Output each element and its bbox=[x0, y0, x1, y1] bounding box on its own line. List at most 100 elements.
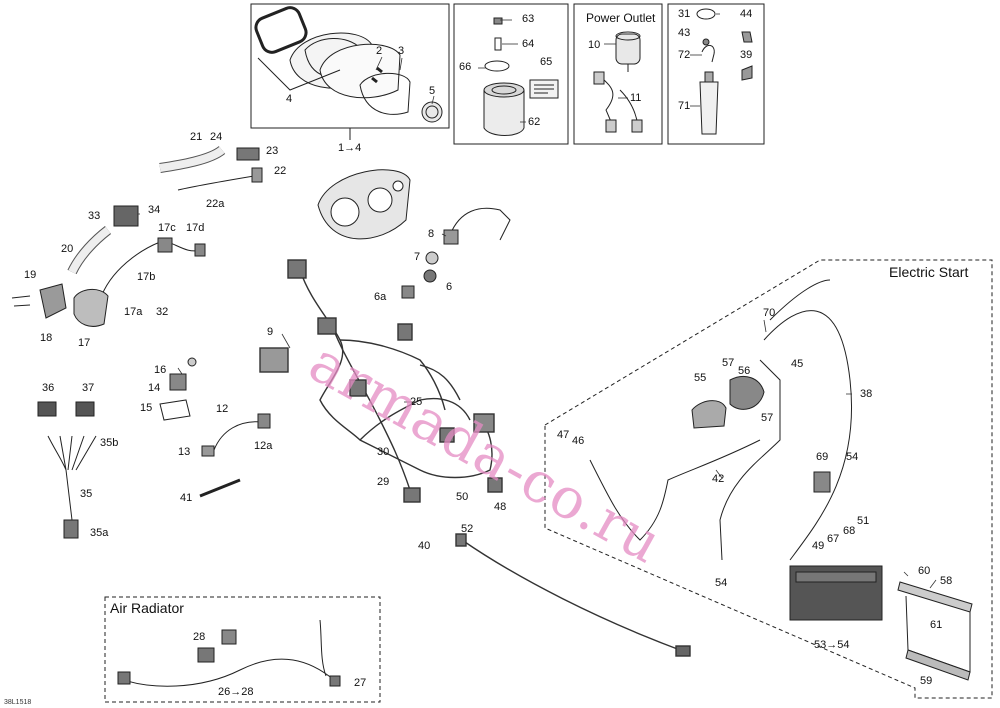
callout-32: 32 bbox=[156, 306, 169, 318]
callout-17b: 17b bbox=[137, 271, 156, 283]
callout-55: 55 bbox=[694, 372, 707, 384]
callout-52: 52 bbox=[461, 523, 474, 535]
callout-14: 14 bbox=[148, 382, 161, 394]
callout-68: 68 bbox=[843, 525, 856, 537]
callout-51: 51 bbox=[857, 515, 870, 527]
callout-47: 47 bbox=[557, 429, 570, 441]
callout-5: 5 bbox=[429, 85, 436, 97]
callout-53-54: 53→54 bbox=[814, 639, 850, 651]
callout-17c: 17c bbox=[158, 222, 176, 234]
callout-27: 27 bbox=[354, 677, 367, 689]
gauge-cluster bbox=[317, 169, 411, 240]
callout-58: 58 bbox=[940, 575, 953, 587]
callout-66: 66 bbox=[459, 61, 472, 73]
key-switch-6 bbox=[423, 269, 437, 283]
callout-57b: 57 bbox=[761, 412, 774, 424]
callout-10: 10 bbox=[588, 39, 601, 51]
fuel-pump-module bbox=[483, 90, 525, 136]
callout-45: 45 bbox=[791, 358, 804, 370]
callout-56: 56 bbox=[738, 365, 751, 377]
callout-12: 12 bbox=[216, 403, 229, 415]
callout-11: 11 bbox=[630, 92, 642, 104]
callout-20: 20 bbox=[61, 243, 74, 255]
callout-57a: 57 bbox=[722, 357, 735, 369]
callout-39: 39 bbox=[740, 49, 753, 61]
power-outlet-box-frame bbox=[573, 3, 663, 145]
callout-3: 3 bbox=[398, 45, 405, 57]
cable-38 bbox=[763, 310, 852, 561]
callout-38: 38 bbox=[860, 388, 873, 400]
callout-2: 2 bbox=[376, 45, 383, 57]
adhesive-box-frame bbox=[667, 3, 765, 145]
relay-28 bbox=[221, 629, 237, 645]
gauge-seal bbox=[254, 6, 308, 54]
air-radiator-frame bbox=[104, 596, 381, 703]
wire-22 bbox=[177, 175, 255, 191]
fuel-ring-66 bbox=[484, 60, 510, 72]
coil-cord-8 bbox=[449, 207, 511, 241]
grease-tube-71 bbox=[699, 81, 719, 135]
callout-48: 48 bbox=[494, 501, 507, 513]
callout-16: 16 bbox=[154, 364, 167, 376]
cable-top bbox=[769, 279, 831, 321]
callout-4: 4 bbox=[286, 93, 293, 105]
callout-63: 63 bbox=[522, 13, 535, 25]
callout-15: 15 bbox=[140, 402, 153, 414]
relay-23 bbox=[236, 147, 260, 161]
callout-71: 71 bbox=[678, 100, 691, 112]
callout-62: 62 bbox=[528, 116, 541, 128]
callout-22a: 22a bbox=[206, 198, 225, 210]
callout-26-28: 26→28 bbox=[218, 686, 254, 698]
callout-61: 61 bbox=[930, 619, 943, 631]
callout-35b: 35b bbox=[100, 437, 119, 449]
callout-17a: 17a bbox=[124, 306, 143, 318]
tray-58 bbox=[897, 581, 973, 613]
switch-36 bbox=[37, 401, 57, 417]
callout-42: 42 bbox=[712, 473, 725, 485]
callout-25: 25 bbox=[410, 396, 423, 408]
sensor-41 bbox=[199, 478, 241, 498]
long-wire bbox=[461, 539, 681, 651]
callout-30: 30 bbox=[377, 446, 390, 458]
oring-31 bbox=[696, 8, 716, 20]
connector-6a bbox=[401, 285, 415, 299]
wire-12 bbox=[213, 421, 263, 451]
electric-start-title: Electric Start bbox=[889, 264, 969, 280]
callout-13: 13 bbox=[178, 446, 191, 458]
callout-19: 19 bbox=[24, 269, 37, 281]
switch-housing-18 bbox=[39, 283, 67, 319]
callout-35: 35 bbox=[80, 488, 93, 500]
callout-35a: 35a bbox=[90, 527, 109, 539]
switch-33 bbox=[113, 205, 139, 227]
cable-42 bbox=[589, 439, 761, 541]
callout-60: 60 bbox=[918, 565, 931, 577]
harness-26 bbox=[117, 619, 335, 687]
callout-21: 21 bbox=[190, 131, 203, 143]
callout-23: 23 bbox=[266, 145, 279, 157]
callout-65: 65 bbox=[540, 56, 553, 68]
callout-70: 70 bbox=[763, 307, 776, 319]
starter-55 bbox=[691, 400, 727, 429]
gauge-lens bbox=[319, 43, 401, 99]
sensor-14 bbox=[169, 373, 187, 391]
callout-1-4: 1→4 bbox=[338, 142, 362, 154]
ground-wire-25 bbox=[419, 364, 461, 401]
switch-37 bbox=[75, 401, 95, 417]
gasket-15 bbox=[159, 399, 191, 421]
power-outlet-title: Power Outlet bbox=[586, 11, 656, 25]
relay-69 bbox=[813, 471, 831, 493]
starter-56 bbox=[729, 376, 765, 410]
callout-64: 64 bbox=[522, 38, 535, 50]
callout-54a: 54 bbox=[846, 451, 859, 463]
electric-start-frame bbox=[544, 259, 993, 699]
callout-46: 46 bbox=[572, 435, 585, 447]
switch-housing-17 bbox=[73, 289, 109, 327]
callout-54b: 54 bbox=[715, 577, 728, 589]
callout-17: 17 bbox=[78, 337, 91, 349]
callout-29: 29 bbox=[377, 476, 390, 488]
callout-49: 49 bbox=[812, 540, 825, 552]
callout-36: 36 bbox=[42, 382, 55, 394]
callout-67: 67 bbox=[827, 533, 840, 545]
